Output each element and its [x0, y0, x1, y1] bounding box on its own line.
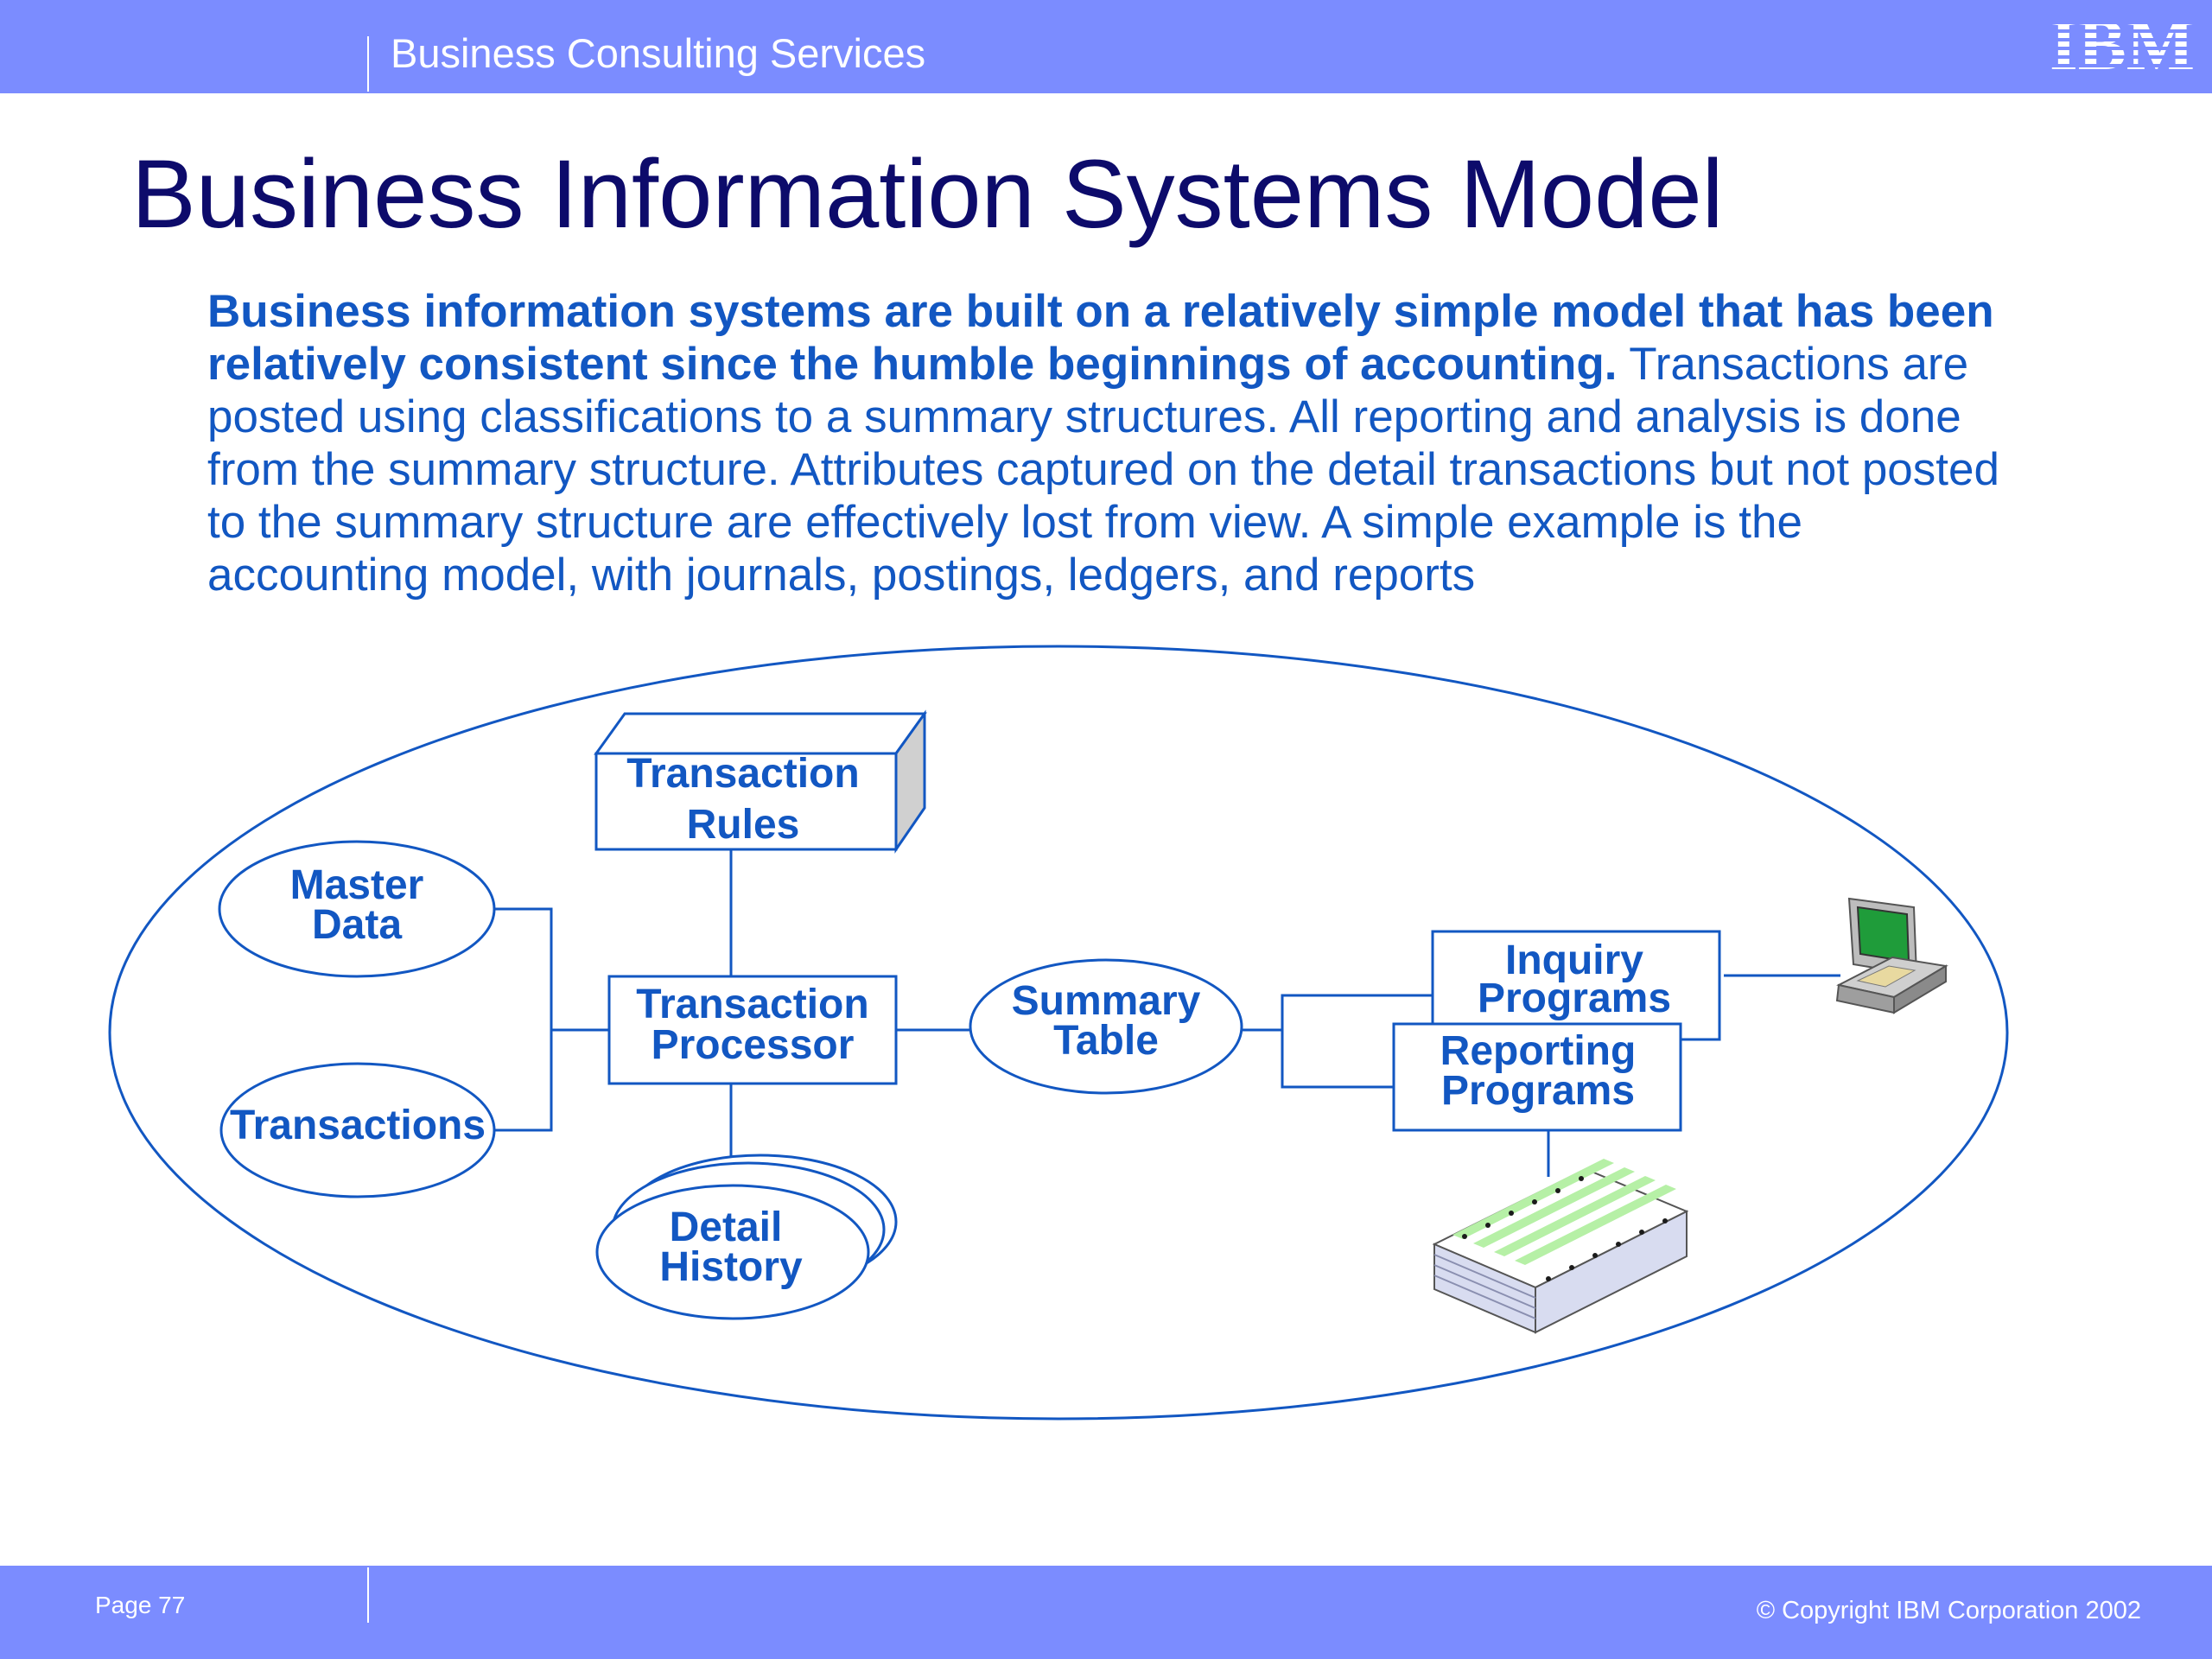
summary-table-node: Summary Table — [969, 958, 1243, 1095]
header-section-title: Business Consulting Services — [391, 30, 926, 76]
detail-history-label-1: Detail — [670, 1205, 783, 1250]
reporting-programs-label-1: Reporting — [1440, 1028, 1637, 1074]
reporting-programs-box: Reporting Programs — [1392, 1022, 1682, 1132]
transaction-rules-label-2: Rules — [687, 802, 800, 848]
printed-report-stack-icon — [1432, 1159, 1689, 1334]
connector-lines — [494, 849, 1840, 1177]
system-boundary-ellipse — [108, 645, 2009, 1421]
slide-title: Business Information Systems Model — [131, 140, 1724, 248]
detail-history-label-2: History — [659, 1244, 803, 1290]
summary-table-label-2: Table — [1053, 1018, 1159, 1064]
transaction-processor-label-1: Transaction — [636, 982, 868, 1027]
intro-paragraph: Business information systems are built o… — [207, 285, 2022, 601]
summary-table-label-1: Summary — [1012, 978, 1201, 1024]
detail-history-node: Detail History — [595, 1154, 898, 1320]
reporting-programs-label-2: Programs — [1441, 1068, 1635, 1114]
page-number: Page 77 — [95, 1592, 186, 1618]
master-data-label-1: Master — [290, 862, 424, 908]
inquiry-programs-label-2: Programs — [1478, 976, 1671, 1021]
intro-bold-text: Business information systems are built o… — [207, 286, 1994, 390]
transaction-processor-label-2: Processor — [652, 1022, 855, 1068]
footer-divider — [367, 1567, 369, 1623]
header-divider — [367, 36, 369, 92]
copyright-notice: © Copyright IBM Corporation 2002 — [1756, 1597, 2141, 1624]
laptop-computer-icon — [1835, 897, 1948, 1014]
transactions-node: Transactions — [219, 1062, 496, 1198]
transaction-processor-box: Transaction Processor — [607, 975, 898, 1085]
master-data-label-2: Data — [312, 902, 402, 948]
ibm-logo: IBM — [2046, 12, 2198, 76]
master-data-node: Master Data — [218, 840, 496, 978]
inquiry-programs-label-1: Inquiry — [1505, 938, 1643, 983]
transactions-label: Transactions — [230, 1103, 486, 1148]
intro-body-text: Transactions are posted using classifica… — [207, 339, 1999, 601]
inquiry-programs-box: Inquiry Programs — [1431, 930, 1721, 1041]
transaction-rules-box: Transaction Rules — [594, 709, 927, 854]
transaction-rules-label-1: Transaction — [626, 751, 859, 797]
